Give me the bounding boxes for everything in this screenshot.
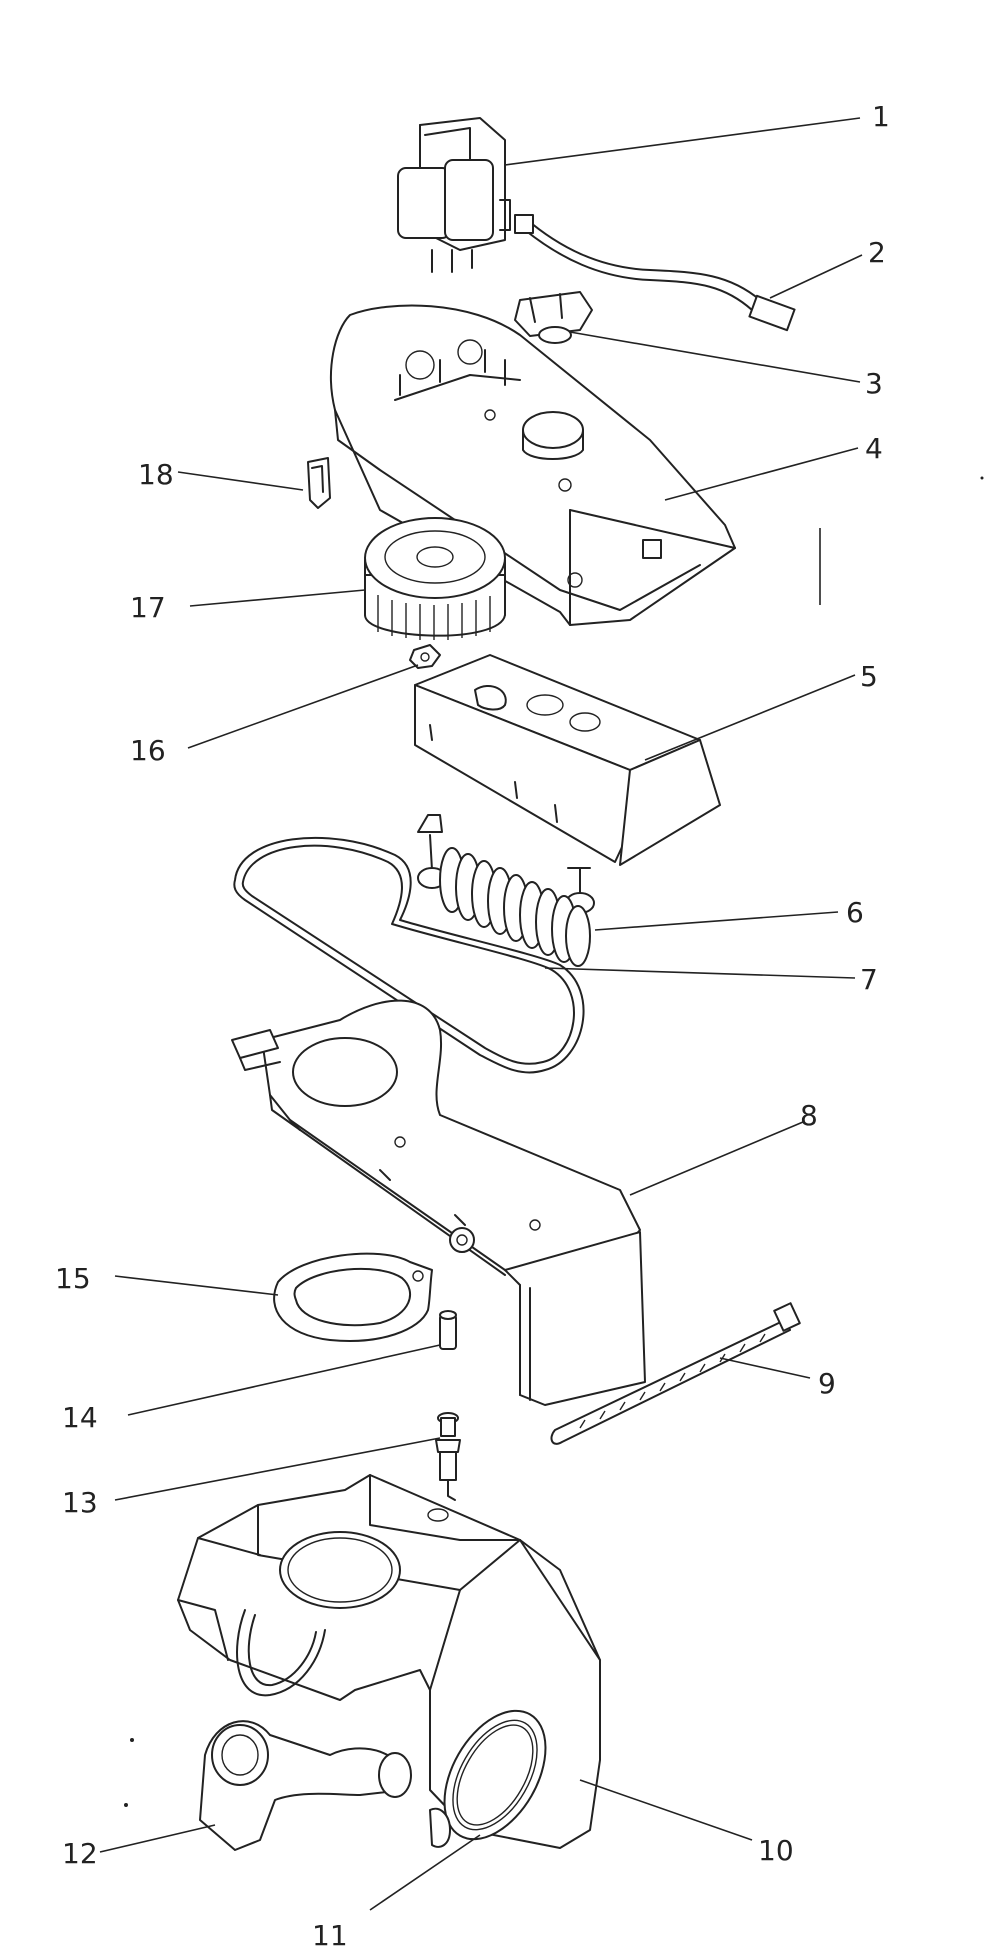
callout-17: 17	[130, 591, 166, 624]
part-8-heater-base	[231, 999, 804, 1406]
callout-8: 8	[800, 1099, 818, 1132]
callout-14: 14	[62, 1401, 98, 1434]
part-3-switch	[514, 291, 861, 383]
scan-specks	[124, 476, 984, 1807]
callout-11: 11	[312, 1919, 348, 1952]
part-17-fan-wheel	[189, 517, 506, 640]
callout-2: 2	[868, 236, 886, 269]
part-4-housing	[329, 304, 859, 626]
part-13-probe	[114, 1412, 461, 1501]
part-11-ring-seal	[369, 1709, 547, 1911]
part-18-clip	[177, 457, 331, 509]
part-7-gasket	[233, 836, 856, 1074]
callout-3: 3	[865, 367, 883, 400]
part-1-transformer	[397, 117, 861, 273]
callout-18: 18	[138, 458, 174, 491]
part-14-sensor-pin	[127, 1310, 457, 1416]
callout-16: 16	[130, 734, 166, 767]
callout-7: 7	[860, 963, 878, 996]
part-16-nut	[187, 644, 441, 749]
callout-12: 12	[62, 1837, 98, 1870]
callout-1: 1	[872, 100, 890, 133]
callout-10: 10	[758, 1834, 794, 1867]
callout-13: 13	[62, 1486, 98, 1519]
callout-5: 5	[860, 660, 878, 693]
part-5-shield	[414, 654, 856, 866]
part-6-heating-coil	[417, 814, 839, 967]
part-9-cable-tie	[550, 1302, 811, 1445]
part-12-elbow-duct	[99, 1720, 451, 1853]
callout-6: 6	[846, 896, 864, 929]
part-15-flange-gasket	[114, 1252, 433, 1342]
part-2-wire-lead	[514, 214, 863, 332]
callout-15: 15	[55, 1262, 91, 1295]
callout-9: 9	[818, 1367, 836, 1400]
callout-4: 4	[865, 432, 883, 465]
